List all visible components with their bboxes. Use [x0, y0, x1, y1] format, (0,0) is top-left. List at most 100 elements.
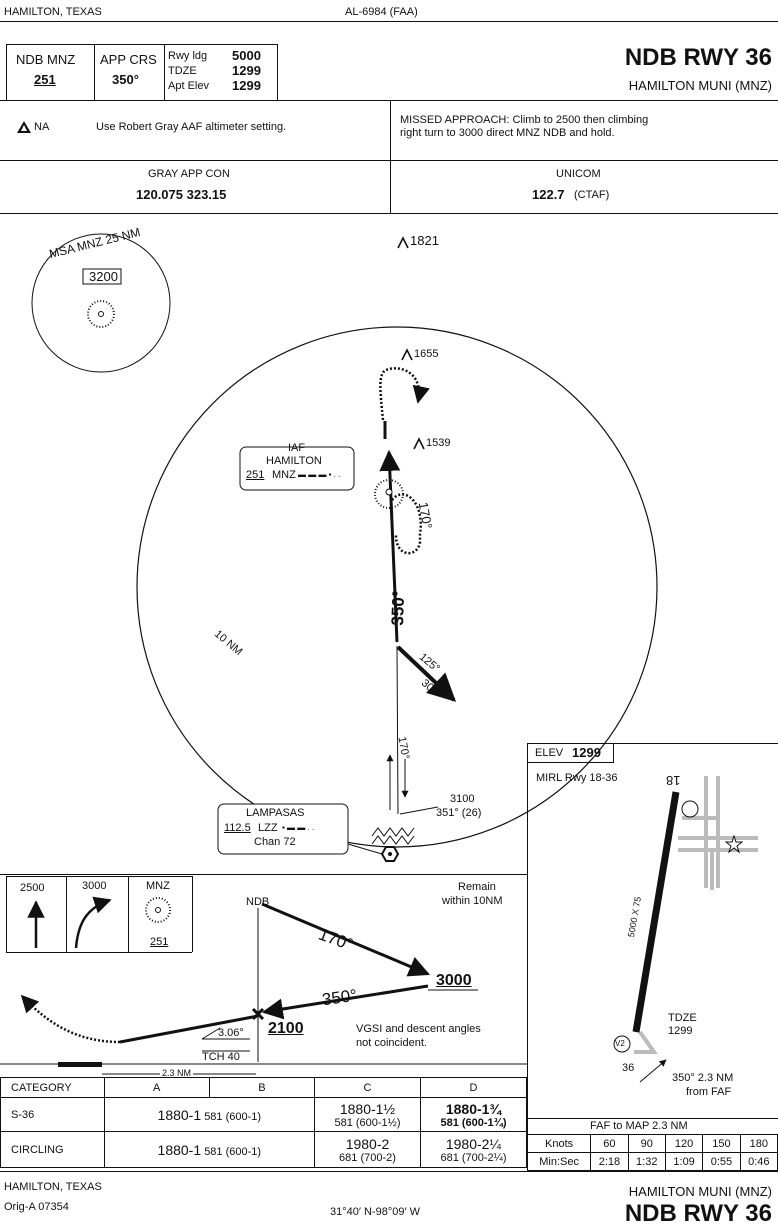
s36-label: S-36: [0, 1097, 105, 1132]
time-90: 1:32: [627, 1152, 666, 1171]
beacon-icon: [681, 800, 699, 818]
feeder-course: 351° (26): [436, 807, 482, 819]
faf-note-line1: 350° 2.3 NM: [672, 1072, 734, 1084]
plan-view: [31, 233, 658, 862]
knots-60: 60: [590, 1134, 629, 1153]
missed-nav-freq: 251: [150, 936, 169, 948]
elev-value: 1299: [572, 745, 601, 760]
circling-d-main: 1980-2¼: [445, 1135, 502, 1152]
cat-b-header: B: [208, 1077, 316, 1098]
app-crs-label: APP CRS: [100, 52, 157, 67]
procedure-alt: 3000: [436, 972, 472, 989]
circling-ab: 1880-1 581 (600-1): [103, 1131, 316, 1168]
ndb-label: NDB MNZ: [16, 52, 76, 67]
vortac-ident: LZZ: [258, 822, 278, 834]
procedure-id: AL-6984 (FAA): [345, 6, 418, 18]
footer-amendment: Orig-A 07354: [4, 1201, 69, 1213]
missed-alt1: 2500: [20, 882, 45, 894]
rwy-ldg-value: 5000: [232, 48, 261, 63]
footer-approach-title: NDB RWY 36: [624, 1200, 772, 1227]
ndb-freq: 251: [34, 72, 56, 87]
rwy-top-label: 18: [666, 773, 681, 788]
vgsi-line2: not coincident.: [356, 1037, 427, 1049]
cat-d-header: D: [419, 1077, 528, 1098]
obstacle-1539-icon: [413, 437, 425, 450]
tdze-value-ap: 1299: [668, 1025, 693, 1037]
app-con-freqs: 120.075 323.15: [136, 187, 227, 202]
vortac-freq: 112.5: [224, 822, 251, 834]
circling-c-main: 1980-2: [345, 1135, 390, 1152]
time-60: 2:18: [590, 1152, 629, 1171]
gp-angle: 3.06°: [218, 1027, 244, 1039]
altimeter-note: Use Robert Gray AAF altimeter setting.: [96, 121, 287, 133]
iaf-label-box: [239, 446, 355, 491]
obstacle-1655-icon: [401, 348, 413, 361]
apt-elev-label: Apt Elev: [168, 80, 209, 92]
rwy-ldg-label: Rwy ldg: [168, 50, 208, 62]
inbound-course-line: [379, 449, 401, 643]
vortac-label-box: [217, 803, 349, 855]
header-location: HAMILTON, TEXAS: [4, 6, 102, 18]
knots-180: 180: [739, 1134, 778, 1153]
vortac-chan: Chan 72: [254, 836, 296, 848]
vgsi-line1: VGSI and descent angles: [356, 1023, 481, 1035]
obstacle-1821-icon: [397, 236, 409, 249]
app-con-label: GRAY APP CON: [148, 168, 230, 180]
vasi-icon: [613, 1035, 631, 1053]
s36-d-main: 1880-1¾: [445, 1100, 502, 1117]
fix-morse: ▬ ▬ ▬ ▪ . .: [298, 470, 341, 479]
rwy-bottom-label: 36: [622, 1062, 635, 1074]
taxiway-outline: [678, 776, 758, 890]
time-150: 0:55: [702, 1152, 741, 1171]
remain-line1: Remain: [458, 881, 496, 893]
ten-nm-ring: [136, 326, 658, 848]
vortac-name: LAMPASAS: [246, 807, 305, 819]
circling-d-sub: 681 (700-2¼): [440, 1151, 507, 1164]
missed-nav-icon: [145, 897, 171, 923]
inbound-leg: [261, 984, 429, 1020]
time-label: Min:Sec: [526, 1152, 592, 1171]
minimums-table: CATEGORY A B C D S-36 1880-1 581 (600-1)…: [0, 1077, 528, 1168]
footer-coordinates: 31°40′ N-98°09′ W: [330, 1206, 420, 1218]
unicom-freq: 122.7: [532, 187, 565, 202]
time-120: 1:09: [664, 1152, 704, 1171]
tch: TCH 40: [202, 1051, 240, 1063]
vasi-taxi: [634, 1030, 658, 1054]
s36-c-main: 1880-1½: [339, 1100, 396, 1117]
procedure-turn-path: [391, 493, 423, 555]
outbound-leg: [261, 902, 430, 977]
vortac-morse: ▪ ▬ ▬ . .: [282, 823, 315, 832]
circling-ab-sub: 581 (600-1): [204, 1145, 262, 1158]
airport-name: HAMILTON MUNI (MNZ): [628, 78, 772, 93]
approach-title: NDB RWY 36: [624, 44, 772, 71]
missed-approach-line2: right turn to 3000 direct MNZ NDB and ho…: [400, 127, 615, 139]
missed-alt2: 3000: [82, 880, 107, 892]
ndb-box: NDB MNZ 251: [6, 44, 94, 100]
feeder-break-icon: [371, 827, 415, 845]
speed-table: Knots 60 90 120 150 180 Min:Sec 2:18 1:3…: [526, 1134, 778, 1171]
missed-approach-line1: MISSED APPROACH: Climb to 2500 then clim…: [400, 114, 649, 126]
elev-label: ELEV: [535, 747, 564, 759]
msa-alt: 3200: [89, 269, 118, 284]
msa-ndb-icon: [87, 300, 115, 328]
circling-ab-main: 1880-1: [157, 1141, 202, 1158]
obstacle-1539-label: 1539: [426, 437, 451, 449]
time-180: 0:46: [739, 1152, 778, 1171]
airport-diagram: [613, 776, 758, 1083]
knots-150: 150: [702, 1134, 741, 1153]
mda-alt: 2100: [268, 1020, 304, 1037]
tdze-value: 1299: [232, 63, 261, 78]
tdze-label-ap: TDZE: [668, 1012, 697, 1024]
fix-freq: 251: [246, 469, 265, 481]
s36-c-sub: 581 (600-1½): [334, 1116, 401, 1129]
missed-nav-label: MNZ: [146, 880, 170, 892]
na-label: NA: [34, 121, 50, 133]
s36-ab-main: 1880-1: [157, 1106, 202, 1123]
s36-ab: 1880-1 581 (600-1): [103, 1097, 316, 1132]
app-crs-value: 350°: [112, 72, 139, 87]
profile-ndb-label: NDB: [246, 896, 270, 908]
category-header: CATEGORY: [0, 1077, 105, 1098]
